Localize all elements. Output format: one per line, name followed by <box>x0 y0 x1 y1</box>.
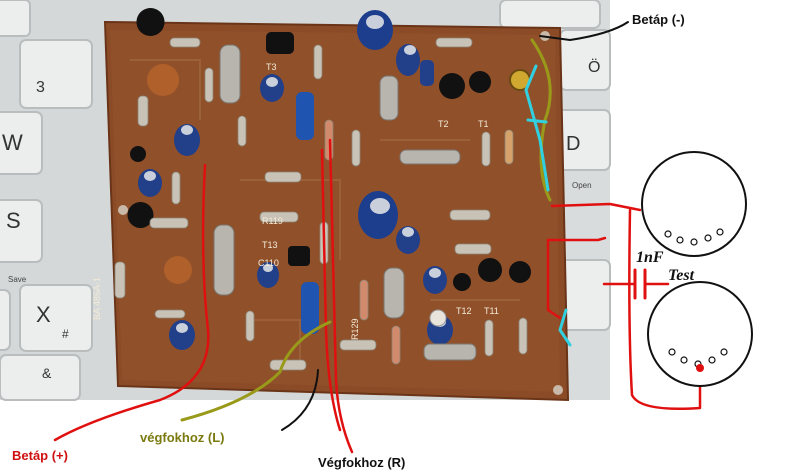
key-s-label: S <box>6 208 21 233</box>
pcb-board <box>103 20 570 402</box>
vegfokhoz-r-label: Végfokhoz (R) <box>318 455 406 470</box>
key-save-label: Save <box>8 275 27 284</box>
key-o-label: Ö <box>588 58 600 76</box>
silk-c110: C110 <box>258 258 279 268</box>
transistors <box>127 8 531 291</box>
silk-r119: R119 <box>262 216 283 226</box>
silk-t2: T2 <box>438 119 449 129</box>
vegfokhoz-l-label: végfokhoz (L) <box>140 430 225 445</box>
silk-r129: R129 <box>350 318 360 340</box>
key-hash-label: # <box>62 327 69 341</box>
betap-minus-label: Betáp (-) <box>632 12 685 27</box>
silk-t1: T1 <box>478 119 489 129</box>
resistors <box>114 37 528 371</box>
axial-capacitors <box>213 44 477 361</box>
key-amp-label: & <box>42 365 52 381</box>
din-connector-bottom <box>647 281 753 387</box>
betap-plus-label: Betáp (+) <box>12 448 68 463</box>
silk-t12: T12 <box>456 306 472 316</box>
components <box>114 8 531 371</box>
key-3-label: 3 <box>36 79 45 96</box>
key-w-label: W <box>2 130 23 155</box>
wires <box>53 21 702 454</box>
electrolytic-capacitors <box>138 10 453 350</box>
ceramic-capacitors <box>147 64 192 284</box>
silk-t13: T13 <box>262 240 278 250</box>
board-model-label: BA 486A-1 <box>92 277 102 320</box>
key-x-label: X <box>36 302 51 327</box>
cap-value-label: 1nF <box>636 249 664 266</box>
silk-t3: T3 <box>266 62 277 72</box>
silkscreen: BA 486A-1 T1 T2 T3 T11 T12 T13 C110 R119… <box>92 62 499 340</box>
din-connector-top <box>641 151 747 257</box>
key-d-label: D <box>566 133 580 155</box>
test-label: Test <box>668 267 695 284</box>
silk-t11: T11 <box>484 306 499 316</box>
key-open-label: Open <box>572 181 592 190</box>
